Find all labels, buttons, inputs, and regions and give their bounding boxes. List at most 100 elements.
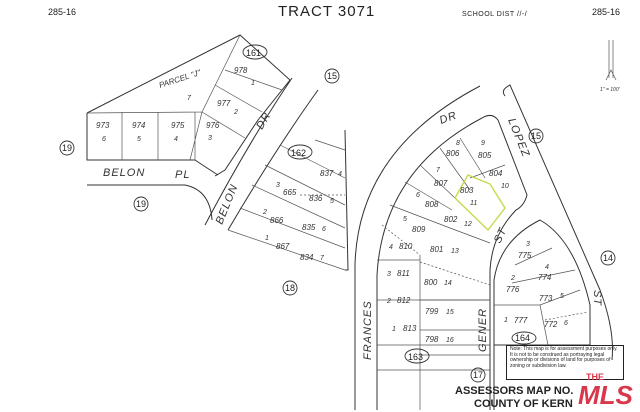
parcel-836: 836 <box>309 194 323 203</box>
parcel-866: 866 <box>270 216 284 225</box>
parcel-977: 977 <box>217 99 231 108</box>
area-18: 18 <box>285 283 295 293</box>
street-st-east: ST <box>591 290 603 306</box>
block-163: 163 <box>408 352 423 362</box>
block-164-lines <box>493 219 591 410</box>
belon-dr-east-edge <box>227 89 319 231</box>
lot-10: 10 <box>501 183 509 190</box>
lopez-east-edge <box>502 84 613 361</box>
lot-5: 5 <box>560 293 564 300</box>
lot-4: 4 <box>338 171 342 178</box>
block-162-lines <box>227 129 349 271</box>
north-arrow-icon: 1" = 100' <box>600 40 621 93</box>
adjacent-area-numbers: 19 19 15 15 18 14 17 <box>59 68 616 383</box>
parcel-665: 665 <box>283 188 297 197</box>
lot-1: 1 <box>251 80 255 87</box>
assessors-map-label: ASSESSORS MAP NO. <box>455 385 573 397</box>
lot-13: 13 <box>451 248 459 255</box>
parcel-773: 773 <box>539 294 553 303</box>
scale-label: 1" = 100' <box>600 87 621 93</box>
parcel-803: 803 <box>460 186 474 195</box>
parcel-976: 976 <box>206 121 220 130</box>
street-frances-name: FRANCES <box>362 300 374 360</box>
street-belon-dr-name: BELON <box>214 182 241 226</box>
block-164: 164 <box>515 333 530 343</box>
lot-3: 3 <box>276 182 280 189</box>
area-19: 19 <box>136 199 146 209</box>
lot-3: 3 <box>208 135 212 142</box>
parcel-j-label: PARCEL "J" <box>158 68 203 90</box>
lot-1: 1 <box>265 235 269 242</box>
block-161-lines <box>86 34 291 177</box>
mls-watermark-logo: THE MLS <box>578 372 634 408</box>
lot-5: 5 <box>403 216 407 223</box>
parcel-834: 834 <box>300 253 314 262</box>
lot-4: 4 <box>389 244 393 251</box>
disclaimer-note: Note: This map is for assessment purpose… <box>506 345 624 380</box>
lot-12: 12 <box>464 221 472 228</box>
street-lopez-name: LOPEZ <box>505 117 532 160</box>
area-14: 14 <box>603 253 613 263</box>
lot-5: 5 <box>137 136 141 143</box>
street-frances-dr-suffix: DR <box>438 109 459 126</box>
block-161: 161 <box>246 48 261 58</box>
parcel-978: 978 <box>234 66 248 75</box>
area-15: 15 <box>531 131 541 141</box>
parcel-807: 807 <box>434 179 448 188</box>
parcel-775: 775 <box>518 251 532 260</box>
lot-3: 3 <box>387 271 391 278</box>
street-belon-pl-suffix: PL <box>175 169 190 181</box>
lot-2: 2 <box>262 209 267 216</box>
map-ref-right: 285-16 <box>592 7 620 17</box>
lot-6: 6 <box>102 136 106 143</box>
lot-7: 7 <box>187 95 192 102</box>
parcel-973: 973 <box>96 121 110 130</box>
parcel-810: 810 <box>399 242 413 251</box>
parcel-776: 776 <box>506 285 520 294</box>
frances-dr-west-edge <box>354 85 481 410</box>
block-162-parcels: 837 4 665 3 836 5 866 2 835 6 867 1 834 … <box>262 169 342 262</box>
svg-text:THE: THE <box>586 372 604 382</box>
lot-4: 4 <box>174 136 178 143</box>
lot-3: 3 <box>526 241 530 248</box>
parcel-798: 798 <box>425 335 439 344</box>
parcel-975: 975 <box>171 121 185 130</box>
block-163-lines <box>377 114 528 410</box>
street-belon-dr-suffix: DR <box>254 110 273 131</box>
map-ref-left: 285-16 <box>48 7 76 17</box>
lot-8: 8 <box>456 140 460 147</box>
county-label: COUNTY OF KERN <box>474 398 573 410</box>
west-parcels: 973 6 974 5 975 4 976 3 977 2 978 1 7 <box>96 66 255 143</box>
block-164-parcels: 775 3 774 4 776 2 773 5 777 1 772 6 <box>504 241 568 329</box>
parcel-799: 799 <box>425 307 439 316</box>
lot-6: 6 <box>564 320 568 327</box>
lot-6: 6 <box>416 192 420 199</box>
parcel-837: 837 <box>320 169 334 178</box>
lot-11: 11 <box>470 200 477 207</box>
school-district: SCHOOL DIST //-/ <box>462 11 527 18</box>
parcel-802: 802 <box>444 215 458 224</box>
parcel-774: 774 <box>538 273 552 282</box>
frances-dr-east-edge <box>376 117 483 410</box>
parcel-811: 811 <box>397 269 410 278</box>
parcel-812: 812 <box>397 296 411 305</box>
block-162: 162 <box>291 148 306 158</box>
lot-4: 4 <box>545 264 549 271</box>
map-title: TRACT 3071 <box>278 3 375 20</box>
parcel-772: 772 <box>544 320 558 329</box>
parcel-777: 777 <box>514 316 528 325</box>
parcel-806: 806 <box>446 149 460 158</box>
parcel-867: 867 <box>276 242 290 251</box>
belon-dr-west-edge <box>204 77 293 226</box>
street-gener-st-suffix: ST <box>492 225 510 245</box>
lot-16: 16 <box>446 337 454 344</box>
lot-7: 7 <box>436 167 441 174</box>
lot-1: 1 <box>504 317 508 324</box>
highlighted-parcel-outline <box>454 174 506 232</box>
area-17: 17 <box>473 370 483 380</box>
area-15: 15 <box>327 71 337 81</box>
lot-14: 14 <box>444 280 452 287</box>
parcel-813: 813 <box>403 324 417 333</box>
parcel-801: 801 <box>430 245 443 254</box>
